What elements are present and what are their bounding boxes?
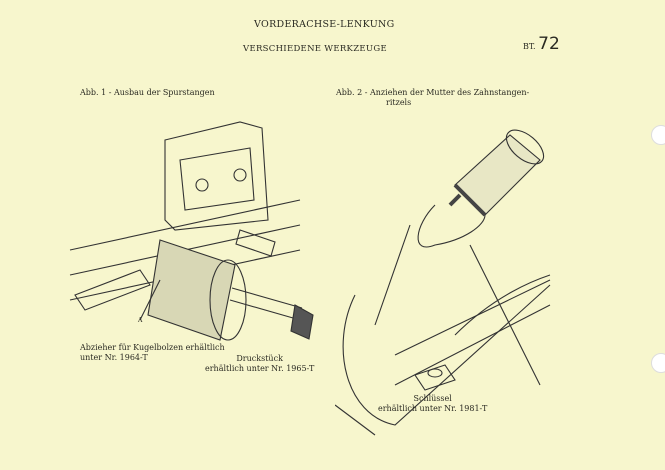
marker-a: A xyxy=(138,317,143,324)
punch-hole xyxy=(651,353,665,373)
figure-1-illustration xyxy=(69,121,314,341)
figure-2-illustration xyxy=(335,129,551,436)
subsection-title: VERSCHIEDENE WERKZEUGE xyxy=(243,44,387,54)
figure-1-title: Abb. 1 - Ausbau der Spurstangen xyxy=(80,88,215,97)
page-number: BT. 72 xyxy=(523,34,560,54)
figure-2-title: Abb. 2 - Anziehen der Mutter des Zahnsta… xyxy=(336,88,530,107)
punch-hole xyxy=(651,125,665,145)
section-title: VORDERACHSE-LENKUNG xyxy=(254,19,395,30)
